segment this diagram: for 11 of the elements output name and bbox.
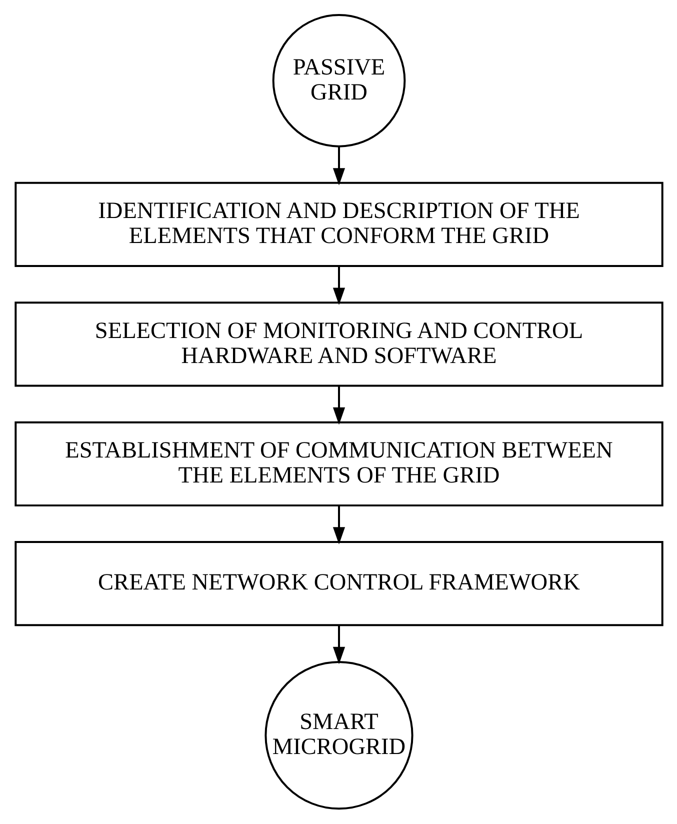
arrow (332, 386, 345, 425)
arrow (332, 506, 345, 544)
node-box: SELECTION OF MONITORING AND CONTROL HARDWARE AND SOFTWARE (14, 302, 663, 387)
node-circle: PASSIVE GRID (272, 14, 406, 148)
arrow (332, 146, 345, 186)
node-box: CREATE NETWORK CONTROL FRAMEWORK (14, 541, 663, 626)
arrow (332, 266, 345, 305)
node-box: IDENTIFICATION AND DESCRIPTION OF THE ELEMENTS THAT CONFORM THE GRID (14, 182, 663, 268)
arrow (332, 626, 345, 664)
node-circle: SMART MICROGRID (264, 661, 413, 810)
node-box: ESTABLISHMENT OF COMMUNICATION BETWEEN THE ELEMENTS OF THE GRID (14, 421, 663, 506)
